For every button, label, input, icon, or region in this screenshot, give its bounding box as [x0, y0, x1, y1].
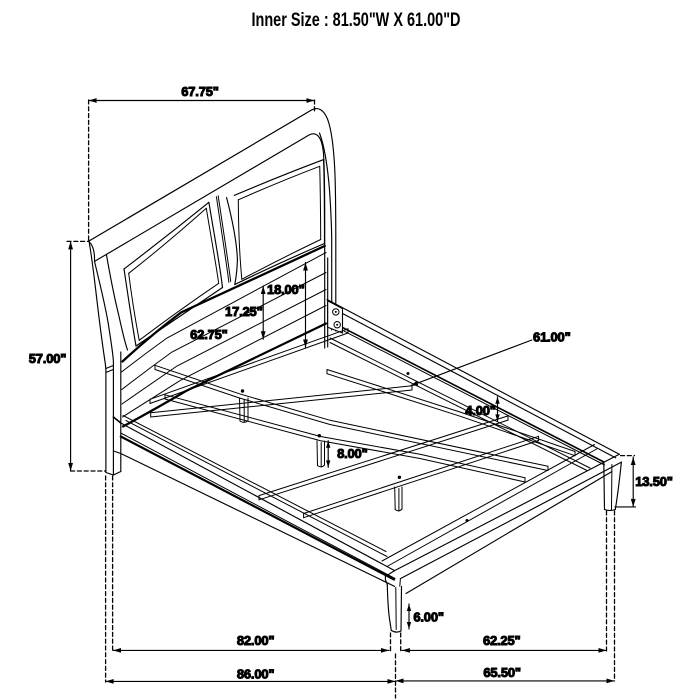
svg-text:86.00": 86.00"	[237, 667, 275, 682]
svg-text:6.00": 6.00"	[413, 610, 444, 625]
svg-text:82.00": 82.00"	[237, 633, 275, 648]
svg-text:13.50": 13.50"	[635, 474, 673, 489]
svg-text:57.00": 57.00"	[29, 351, 67, 366]
svg-text:17.25": 17.25"	[225, 304, 263, 319]
svg-text:18.00": 18.00"	[267, 282, 305, 297]
svg-text:4.00": 4.00"	[465, 403, 496, 418]
svg-text:65.50": 65.50"	[483, 665, 521, 680]
svg-text:61.00": 61.00"	[533, 330, 571, 345]
svg-text:Inner Size : 81.50"W X 61.00"D: Inner Size : 81.50"W X 61.00"D	[252, 10, 461, 31]
svg-text:62.25": 62.25"	[483, 633, 521, 648]
svg-text:8.00": 8.00"	[337, 446, 368, 461]
svg-text:67.75": 67.75"	[181, 84, 219, 99]
